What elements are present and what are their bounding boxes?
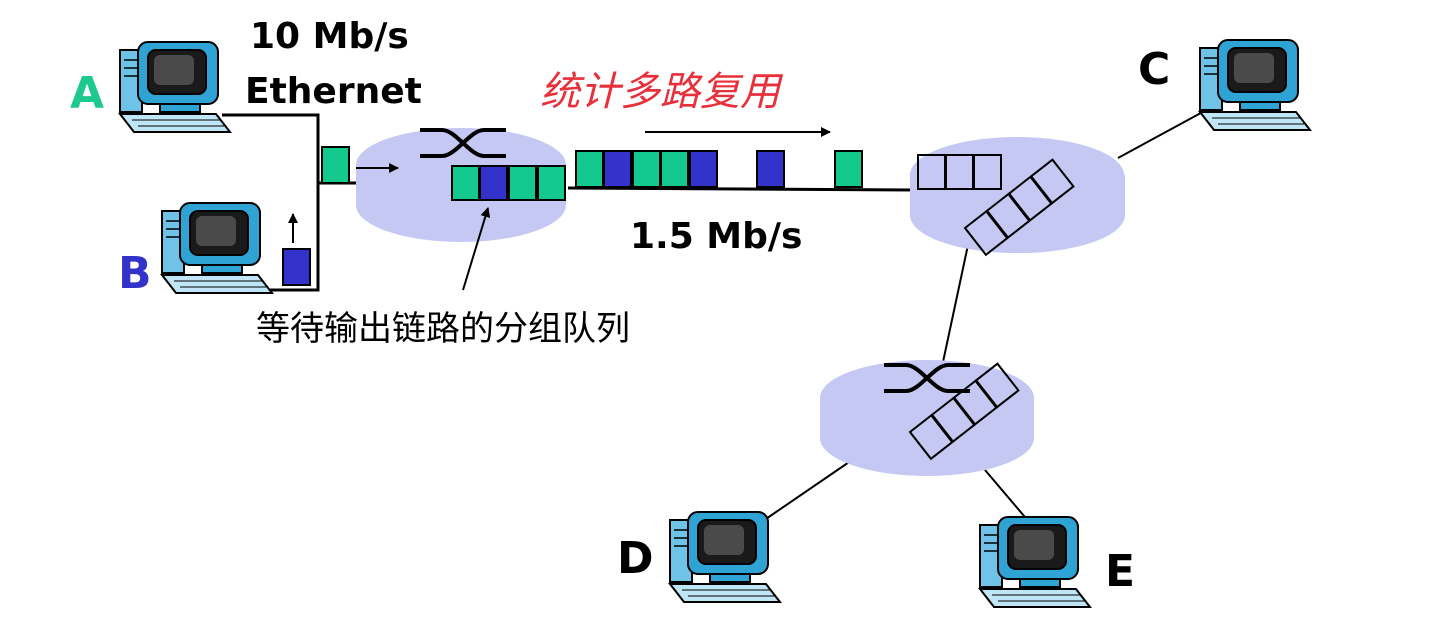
ethernet-name-label: Ethernet <box>245 71 422 112</box>
computer-icon <box>1199 39 1311 131</box>
computer-icon <box>669 511 781 603</box>
links <box>222 107 1211 524</box>
computer-icon <box>119 41 231 133</box>
host-label-c: C <box>1138 44 1170 95</box>
link-packets <box>575 150 863 188</box>
arrow-icon <box>462 207 491 291</box>
packet-a <box>321 146 350 184</box>
router-3 <box>820 360 1034 476</box>
router-1 <box>356 128 566 242</box>
host-label-b: B <box>118 248 152 299</box>
router-1-queue <box>451 165 566 201</box>
packet-b <box>282 248 311 286</box>
router-3-queue-diag <box>908 362 1020 461</box>
link-to-c <box>1117 107 1211 159</box>
host-label-a: A <box>70 68 104 119</box>
link-router2-router3 <box>942 244 969 363</box>
link-rate-label: 1.5 Mb/s <box>630 216 802 257</box>
queue-caption: 等待输出链路的分组队列 <box>256 309 630 349</box>
link-1-5mbps <box>567 186 916 192</box>
computer-icon <box>161 202 273 294</box>
link-to-e <box>984 469 1031 524</box>
router-2-queue-diag <box>963 158 1075 257</box>
multiplex-title: 统计多路复用 <box>540 69 784 115</box>
ethernet-link-b <box>262 183 320 292</box>
link-to-d <box>759 457 856 524</box>
ethernet-rate-label: 10 Mb/s <box>250 16 409 57</box>
router-2-queue <box>917 154 1002 190</box>
host-label-d: D <box>617 533 654 584</box>
router-2 <box>910 137 1125 257</box>
ethernet-link-a <box>222 113 320 183</box>
host-label-e: E <box>1105 546 1135 597</box>
computer-icon <box>979 516 1091 608</box>
